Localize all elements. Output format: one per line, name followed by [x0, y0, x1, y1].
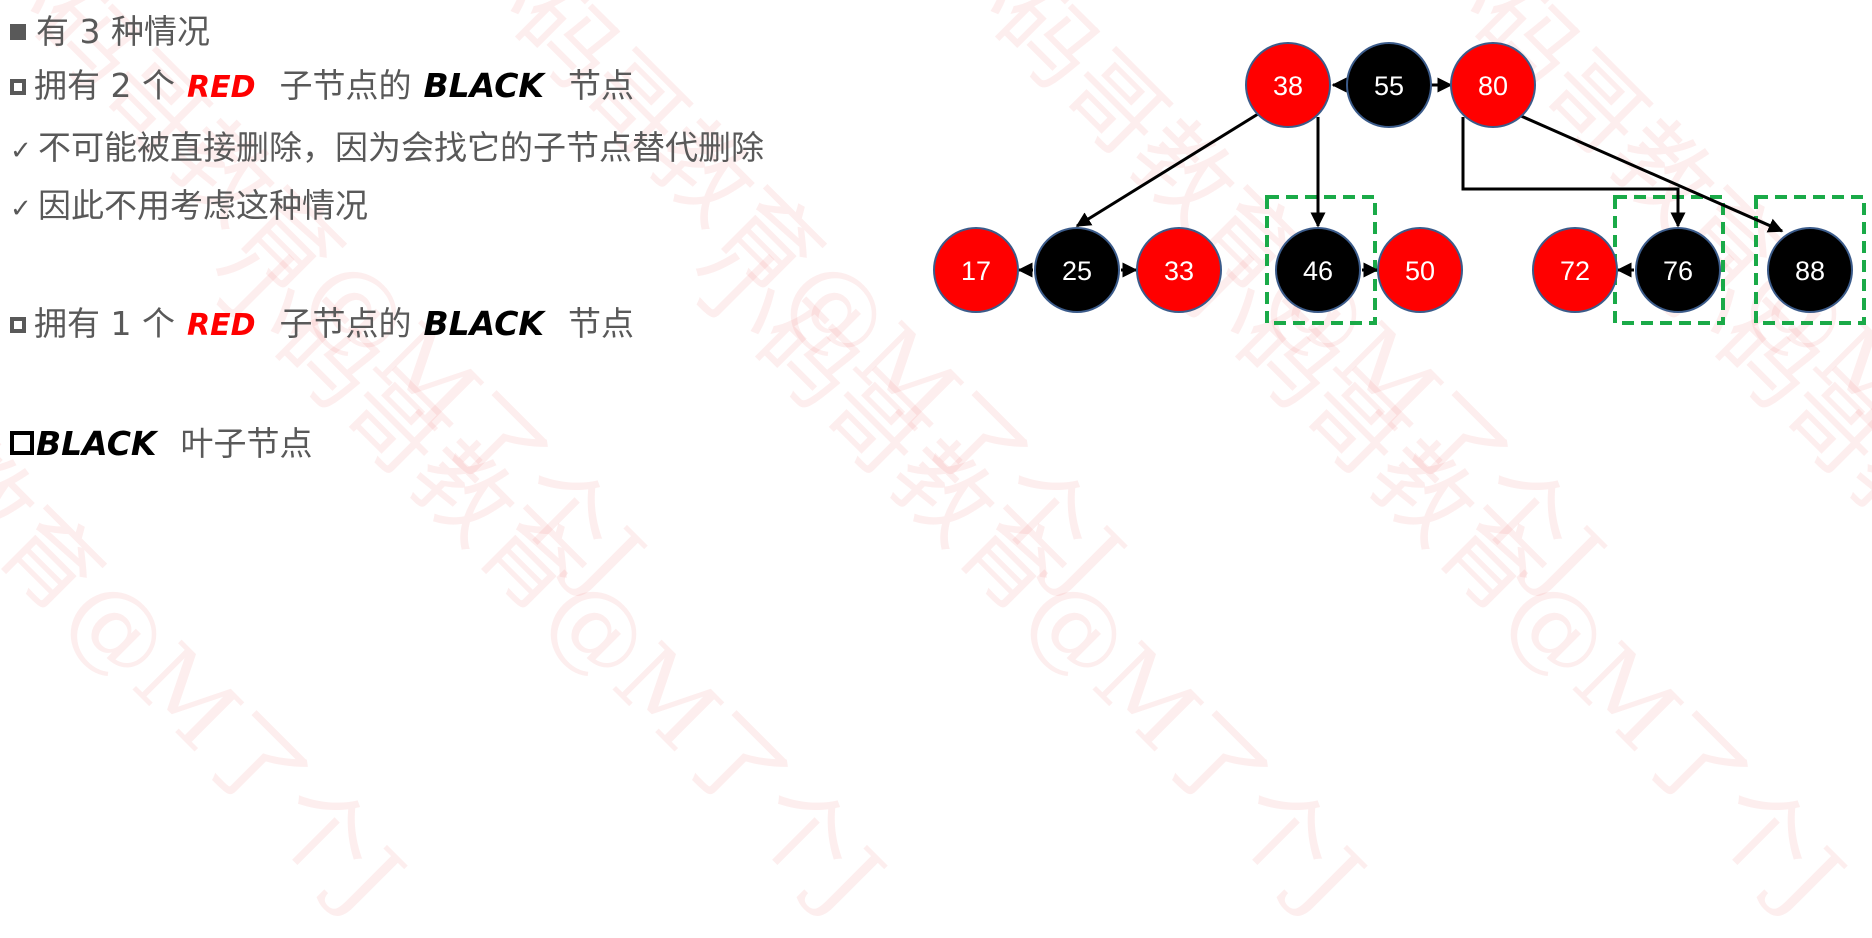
tree-node-17: 17 — [933, 227, 1019, 313]
node-label: 72 — [1560, 256, 1590, 286]
black-keyword: BLACK — [423, 304, 544, 343]
line-two-red-children: 拥有 2 个 RED 子节点的 BLACK 节点 — [10, 66, 634, 108]
node-label: 76 — [1663, 256, 1693, 286]
hollow-square-bullet-icon — [10, 317, 26, 333]
edge-38-25 — [1075, 112, 1259, 228]
node-label: 17 — [961, 256, 991, 286]
node-circle — [1275, 227, 1361, 313]
node-label: 80 — [1478, 71, 1508, 101]
text-before: 拥有 1 个 — [34, 304, 175, 343]
check-icon: ✓ — [10, 136, 32, 166]
red-keyword: RED — [186, 308, 256, 343]
hollow-square-bullet-icon — [10, 79, 26, 95]
black-keyword: BLACK — [36, 424, 157, 463]
text-after: 叶子节点 — [180, 424, 313, 463]
tree-node-50: 50 — [1377, 227, 1463, 313]
tree-node-46: 46 — [1275, 227, 1361, 313]
highlight-box-46 — [1265, 195, 1377, 325]
node-label: 46 — [1303, 256, 1333, 286]
tree-node-80: 80 — [1450, 42, 1536, 128]
tree-node-33: 33 — [1136, 227, 1222, 313]
tree-node-88: 88 — [1767, 227, 1853, 313]
tree-node-76: 76 — [1635, 227, 1721, 313]
node-label: 55 — [1374, 71, 1404, 101]
check-icon: ✓ — [10, 194, 32, 224]
node-label: 25 — [1062, 256, 1092, 286]
line-one-red-child: 拥有 1 个 RED 子节点的 BLACK 节点 — [10, 304, 634, 346]
node-circle — [1532, 227, 1618, 313]
hollow-square-bullet-icon — [10, 431, 34, 455]
node-circle — [1034, 227, 1120, 313]
text-after: 节点 — [567, 66, 634, 105]
node-circle — [1136, 227, 1222, 313]
ignore-case-text: 因此不用考虑这种情况 — [38, 186, 368, 225]
text-before: 拥有 2 个 — [34, 66, 175, 105]
line-cannot-delete: ✓不可能被直接删除，因为会找它的子节点替代删除 — [10, 128, 764, 171]
node-circle — [933, 227, 1019, 313]
node-circle — [1346, 42, 1432, 128]
line-black-leaf: BLACK 叶子节点 — [10, 424, 313, 464]
text-after: 节点 — [567, 304, 634, 343]
node-circle — [1635, 227, 1721, 313]
red-keyword: RED — [186, 70, 256, 105]
line-case-count: 有 3 种情况 — [10, 12, 210, 52]
node-label: 88 — [1795, 256, 1825, 286]
red-black-tree-diagram: 38 55 80 17 25 33 46 50 72 76 88 — [933, 42, 1866, 325]
node-label: 33 — [1164, 256, 1194, 286]
node-circle — [1450, 42, 1536, 128]
black-keyword: BLACK — [423, 66, 544, 105]
node-label: 38 — [1273, 71, 1303, 101]
edge-80-88 — [1520, 114, 1784, 233]
node-circle — [1245, 42, 1331, 128]
case-count-text: 有 3 种情况 — [36, 12, 210, 51]
line-ignore-case: ✓因此不用考虑这种情况 — [10, 186, 368, 229]
node-label: 50 — [1405, 256, 1435, 286]
tree-node-55: 55 — [1346, 42, 1432, 128]
node-circle — [1767, 227, 1853, 313]
tree-node-25: 25 — [1034, 227, 1120, 313]
text-mid: 子节点的 — [279, 66, 412, 105]
node-circle — [1377, 227, 1463, 313]
text-mid: 子节点的 — [279, 304, 412, 343]
highlight-box-88 — [1754, 195, 1866, 325]
square-bullet-icon — [10, 24, 26, 40]
cannot-delete-text: 不可能被直接删除，因为会找它的子节点替代删除 — [38, 128, 764, 167]
tree-node-38: 38 — [1245, 42, 1331, 128]
edge-80-76 — [1461, 117, 1686, 228]
tree-node-72: 72 — [1532, 227, 1618, 313]
